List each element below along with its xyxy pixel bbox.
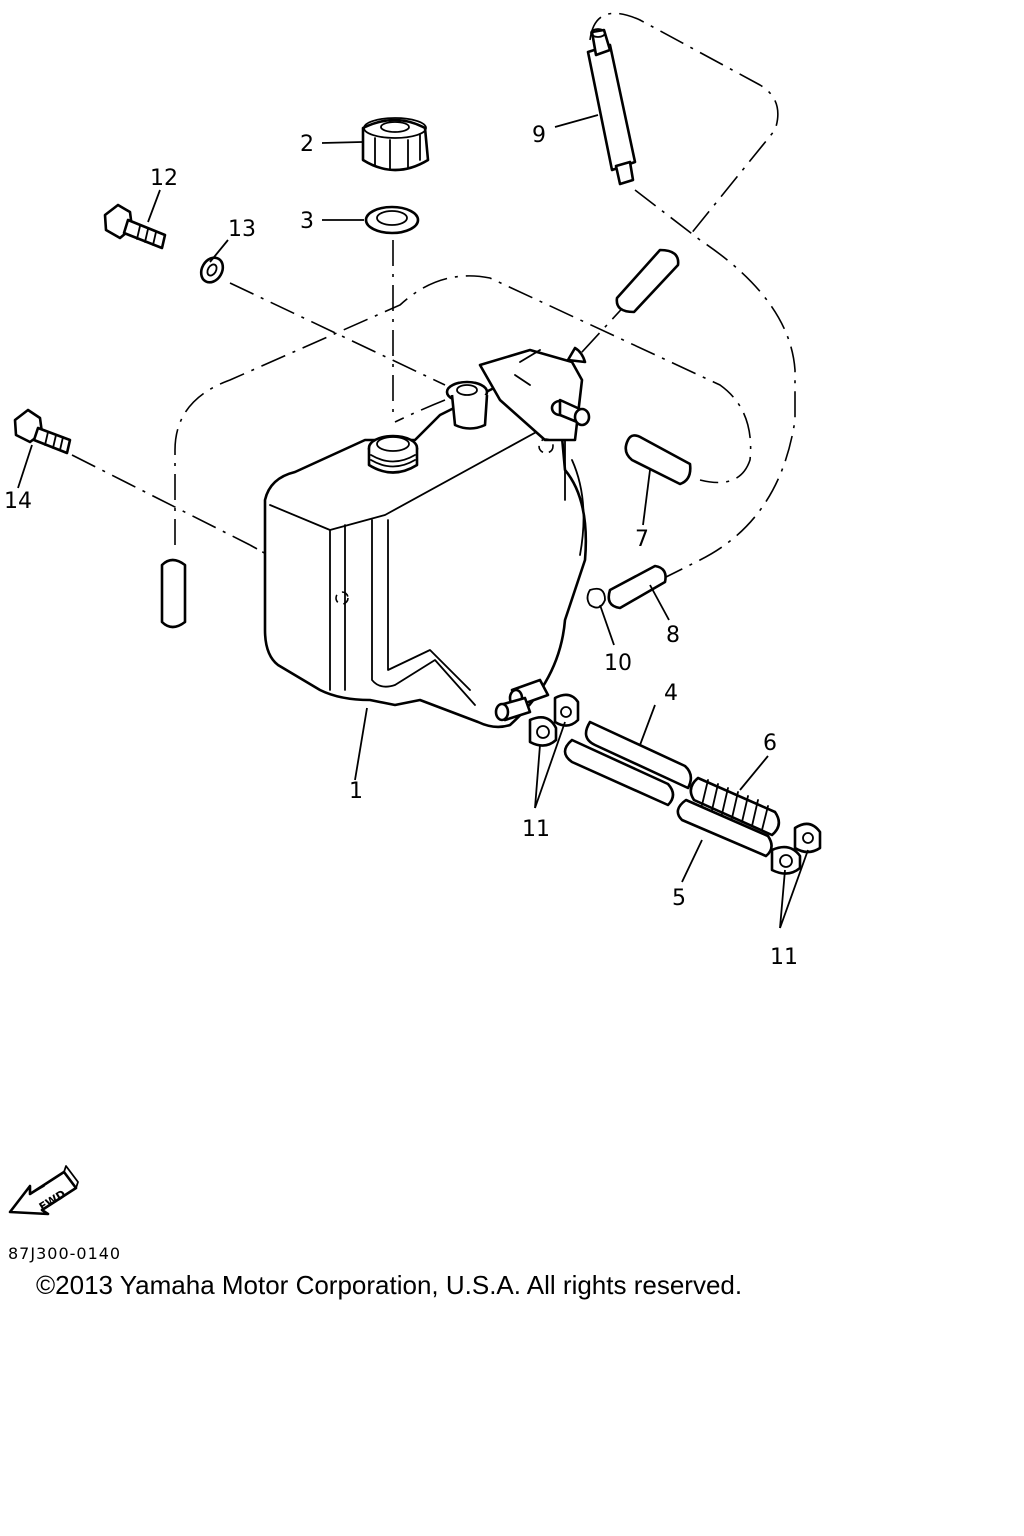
callout-13: 13 (228, 217, 256, 242)
callout-3: 3 (300, 209, 314, 234)
callout-11-left: 11 (522, 817, 550, 842)
short-hose-upper (615, 248, 680, 314)
callout-5: 5 (672, 886, 686, 911)
callout-11-right: 11 (770, 945, 798, 970)
hose-mid (563, 738, 675, 807)
callout-7: 7 (635, 527, 649, 552)
washer-13 (199, 256, 225, 284)
tank-cap (361, 117, 430, 172)
short-hose-8 (607, 564, 667, 610)
callout-2: 2 (300, 132, 314, 157)
bolt-14 (13, 408, 72, 455)
corrugated-hose-6 (689, 776, 781, 837)
hose-top (586, 28, 637, 186)
callout-12: 12 (150, 166, 178, 191)
hose-5 (676, 798, 773, 858)
part-code: 87J300-0140 (8, 1244, 122, 1263)
bolt-12 (103, 203, 167, 250)
hose-4 (584, 720, 693, 790)
callout-10: 10 (604, 651, 632, 676)
callout-6: 6 (763, 731, 777, 756)
short-hose-left (160, 558, 187, 629)
callout-1: 1 (349, 779, 363, 804)
callout-14: 14 (4, 489, 32, 514)
callout-labels: 1 2 3 4 5 6 7 8 9 10 11 11 12 13 14 (4, 123, 798, 970)
oil-tank (263, 346, 606, 747)
hose-clamps-lower-right (770, 822, 822, 875)
fwd-arrow-icon: FWD (8, 1165, 79, 1216)
callout-4: 4 (664, 681, 678, 706)
callout-8: 8 (666, 623, 680, 648)
short-hose-7 (624, 434, 692, 486)
seal-ring (364, 205, 420, 235)
copyright-notice: ©2013 Yamaha Motor Corporation, U.S.A. A… (36, 1270, 743, 1300)
hose-clamps-lower-left (528, 693, 580, 747)
leader-lines (17, 114, 809, 929)
callout-9: 9 (532, 123, 546, 148)
